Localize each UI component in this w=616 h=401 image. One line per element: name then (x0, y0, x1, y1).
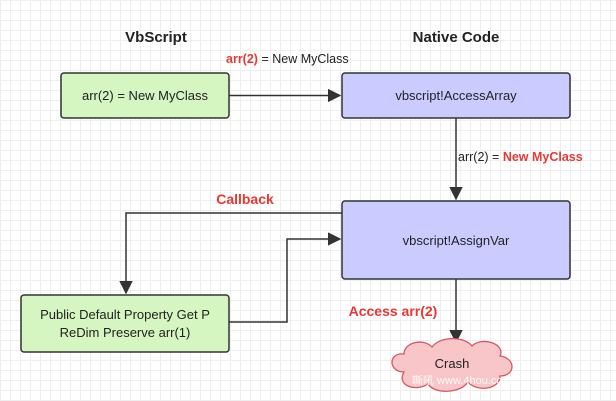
node-callback-function-line2: ReDim Preserve arr(1) (60, 325, 191, 340)
edge-label-arr-new-myclass: arr(2) = New MyClass (458, 150, 583, 164)
edge-label-mid-plain: arr(2) = (458, 150, 503, 164)
node-assign-var-label: vbscript!AssignVar (403, 233, 510, 248)
edge-callback (119, 212, 342, 295)
node-callback-function[interactable] (20, 294, 230, 353)
edge-return-to-assignvar (229, 232, 342, 323)
node-callback-function-line1: Public Default Property Get P (40, 307, 210, 322)
edge-label-access: Access arr(2) (349, 303, 438, 319)
edge-label-mid-red: New MyClass (503, 150, 583, 164)
heading-vbscript: VbScript (125, 29, 187, 46)
node-arr-assign-label: arr(2) = New MyClass (82, 88, 209, 103)
edge-label-arr-red: arr(2) (226, 52, 258, 66)
edge-label-arr-new: arr(2) = New MyClass (226, 52, 349, 66)
edge-label-new-myclass: = New MyClass (258, 52, 349, 66)
node-access-array-label: vbscript!AccessArray (395, 88, 517, 103)
node-crash-cloud[interactable] (391, 337, 513, 392)
node-crash-label: Crash (435, 356, 470, 371)
heading-native-code: Native Code (413, 29, 500, 46)
watermark-text: 嘶吼 www.4hou.com (412, 374, 512, 387)
edge-label-callback: Callback (216, 191, 274, 207)
